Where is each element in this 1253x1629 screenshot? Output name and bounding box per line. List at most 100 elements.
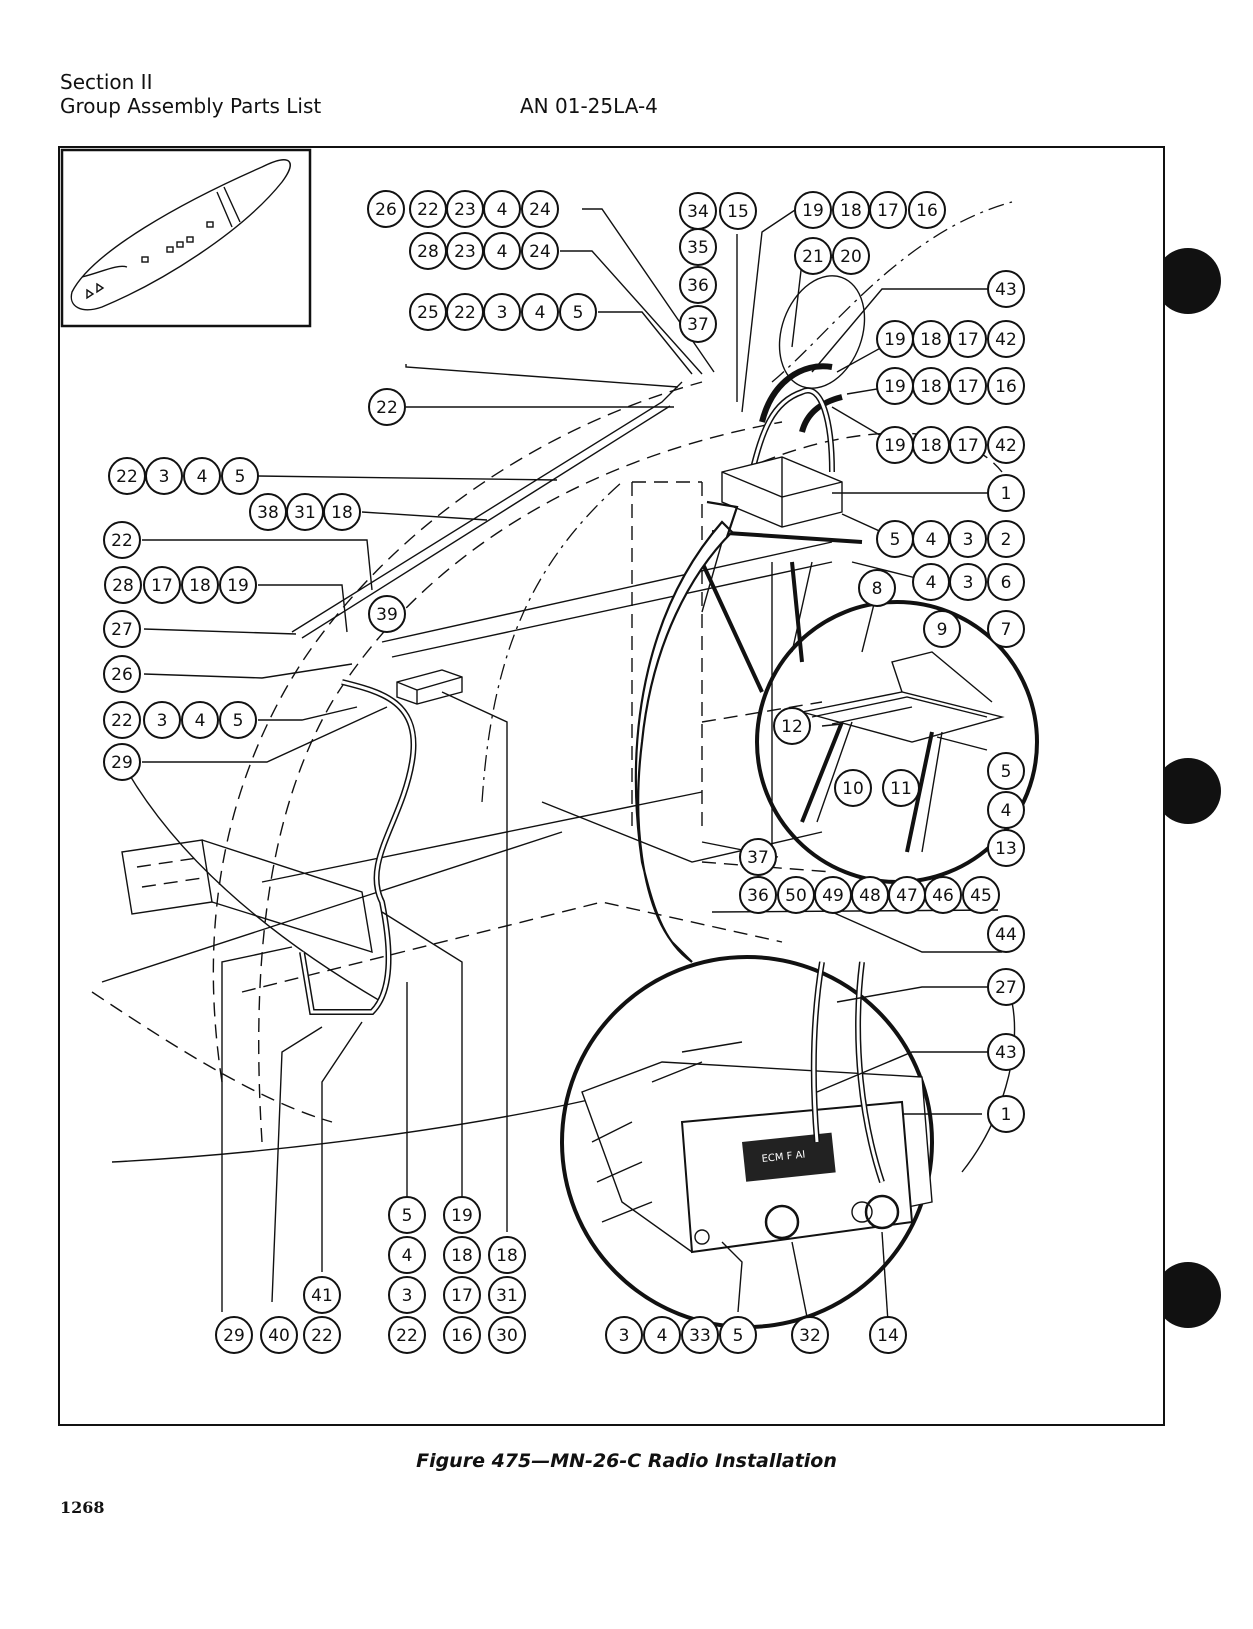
callout-number: 16: [916, 201, 938, 221]
callout-number: 35: [687, 238, 709, 258]
callout-number: 29: [111, 753, 133, 773]
callout-number: 3: [159, 467, 170, 487]
callout-circle: [987, 320, 1025, 358]
callout-26: 26: [103, 655, 141, 693]
callout-circle: [949, 367, 987, 405]
callout-37: 37: [679, 305, 717, 343]
radio-unit: [700, 456, 863, 693]
callout-5: 5: [559, 293, 597, 331]
callout-22: 22: [303, 1316, 341, 1354]
callout-29: 29: [103, 743, 141, 781]
figure-caption: Figure 475—MN-26-C Radio Installation: [416, 1450, 837, 1472]
callout-number: 37: [687, 315, 709, 335]
callout-17: 17: [443, 1276, 481, 1314]
callout-4: 4: [643, 1316, 681, 1354]
callout-number: 4: [657, 1326, 668, 1346]
callout-22: 22: [103, 701, 141, 739]
callout-number: 41: [311, 1286, 333, 1306]
callout-circle: [488, 1236, 526, 1274]
callout-circle: [323, 493, 361, 531]
callout-number: 17: [451, 1286, 473, 1306]
callout-number: 25: [417, 303, 439, 323]
callout-circle: [443, 1236, 481, 1274]
callout-circle: [949, 426, 987, 464]
callout-4: 4: [521, 293, 559, 331]
callout-16: 16: [908, 191, 946, 229]
callout-26: 26: [367, 190, 405, 228]
callout-36: 36: [739, 876, 777, 914]
callout-48: 48: [851, 876, 889, 914]
callout-circle: [605, 1316, 643, 1354]
callout-number: 4: [197, 467, 208, 487]
callout-3: 3: [143, 701, 181, 739]
callout-number: 47: [896, 886, 918, 906]
callout-circle: [303, 1276, 341, 1314]
callout-circle: [773, 707, 811, 745]
callout-28: 28: [104, 566, 142, 604]
callout-circle: [559, 293, 597, 331]
callout-number: 18: [840, 201, 862, 221]
callout-22: 22: [108, 457, 146, 495]
callout-number: 17: [151, 576, 173, 596]
callout-number: 44: [995, 925, 1017, 945]
cable-runs: [291, 363, 843, 1015]
callout-number: 30: [496, 1326, 518, 1346]
callout-number: 14: [877, 1326, 899, 1346]
callout-12: 12: [773, 707, 811, 745]
callout-number: 4: [497, 242, 508, 262]
callout-34: 34: [679, 192, 717, 230]
callout-circle: [143, 701, 181, 739]
callout-circle: [962, 876, 1000, 914]
callout-number: 22: [111, 531, 133, 551]
callout-4: 4: [181, 701, 219, 739]
callout-31: 31: [488, 1276, 526, 1314]
callout-circle: [739, 838, 777, 876]
callout-3: 3: [145, 457, 183, 495]
callout-circle: [145, 457, 183, 495]
callout-number: 18: [920, 330, 942, 350]
callout-17: 17: [949, 320, 987, 358]
document-number: AN 01-25LA-4: [520, 94, 658, 118]
callout-23: 23: [446, 190, 484, 228]
callout-36: 36: [679, 266, 717, 304]
callout-18: 18: [832, 191, 870, 229]
callout-17: 17: [949, 367, 987, 405]
punch-hole-middle: [1155, 758, 1221, 824]
callout-17: 17: [869, 191, 907, 229]
callout-number: 22: [116, 467, 138, 487]
callout-3: 3: [388, 1276, 426, 1314]
callout-44: 44: [987, 915, 1025, 953]
callout-42: 42: [987, 426, 1025, 464]
callout-17: 17: [949, 426, 987, 464]
callout-circle: [388, 1196, 426, 1234]
callout-number: 5: [573, 303, 584, 323]
callout-circle: [643, 1316, 681, 1354]
callout-circle: [260, 1316, 298, 1354]
callout-18: 18: [443, 1236, 481, 1274]
callout-number: 42: [995, 436, 1017, 456]
callout-number: 28: [417, 242, 439, 262]
callout-29: 29: [215, 1316, 253, 1354]
callout-number: 18: [920, 377, 942, 397]
callout-number: 16: [995, 377, 1017, 397]
callout-number: 3: [402, 1286, 413, 1306]
callout-23: 23: [446, 232, 484, 270]
callout-circle: [443, 1196, 481, 1234]
callout-number: 7: [1001, 620, 1012, 640]
callout-number: 33: [689, 1326, 711, 1346]
callout-4: 4: [183, 457, 221, 495]
callout-30: 30: [488, 1316, 526, 1354]
callout-circle: [483, 190, 521, 228]
callout-circle: [215, 1316, 253, 1354]
callout-number: 5: [1001, 762, 1012, 782]
callout-circle: [679, 228, 717, 266]
callout-circle: [949, 520, 987, 558]
callout-number: 18: [920, 436, 942, 456]
callout-number: 42: [995, 330, 1017, 350]
callout-22: 22: [368, 388, 406, 426]
callout-41: 41: [303, 1276, 341, 1314]
callout-circle: [987, 367, 1025, 405]
callout-circle: [143, 566, 181, 604]
callout-number: 17: [957, 377, 979, 397]
callout-38: 38: [249, 493, 287, 531]
